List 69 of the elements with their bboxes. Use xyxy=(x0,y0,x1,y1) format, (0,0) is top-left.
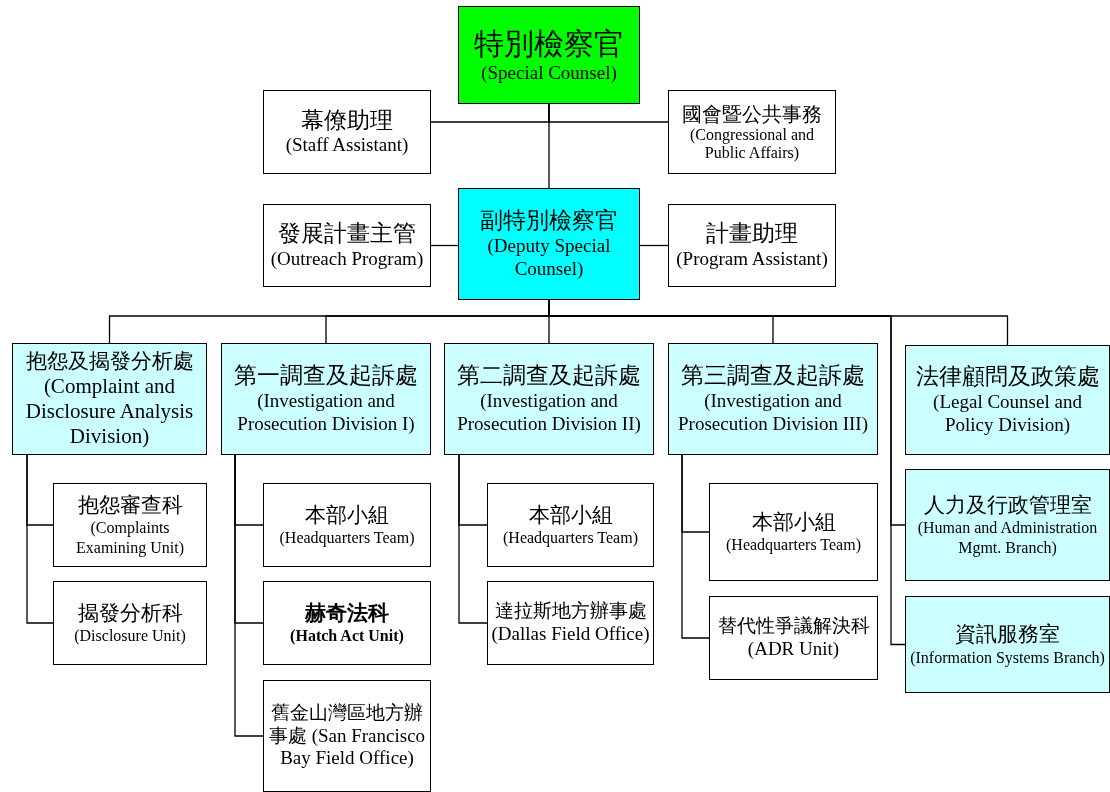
english-name: (Investigation and Prosecution Division I) xyxy=(236,390,416,436)
english-name: (Information Systems Branch) xyxy=(910,647,1105,667)
org-box xyxy=(668,204,836,287)
english-name: (Headquarters Team) xyxy=(726,535,861,555)
connector-line xyxy=(234,454,264,737)
english-name: (Complaints Examining Unit) xyxy=(75,518,185,557)
unit-name: 國會暨公共事務 xyxy=(682,101,822,126)
unit-name: 計畫助理 xyxy=(706,220,798,248)
english-name: (Disclosure Unit) xyxy=(74,626,186,646)
english-name: (Congressional and Public Affairs) xyxy=(689,125,815,163)
org-box xyxy=(263,483,431,567)
unit-name: 揭發分析科 xyxy=(77,600,183,626)
unit-name: 本部小組 xyxy=(751,509,836,535)
unit-name: 替代性爭議解決科(ADR Unit) xyxy=(716,615,871,661)
org-box xyxy=(263,581,431,665)
org-box xyxy=(709,596,878,680)
org-box xyxy=(709,483,878,581)
english-name: (Investigation and Prosecution Division II) xyxy=(456,390,642,436)
unit-name: 人力及行政管理室 xyxy=(923,493,1092,519)
org-box xyxy=(53,581,207,665)
org-box xyxy=(444,343,654,455)
english-name: (Investigation and Prosecution Division III) xyxy=(677,390,869,436)
unit-name: 副特別檢察官 xyxy=(480,207,618,235)
connector-line xyxy=(681,454,710,639)
connector-line xyxy=(639,244,669,247)
unit-name: 達拉斯地方辦事處(Dallas Field Office) xyxy=(491,600,650,646)
unit-name: 特別檢察官 xyxy=(474,25,624,62)
org-box xyxy=(905,596,1110,693)
unit-name: 第二調查及起訴處 xyxy=(457,362,641,390)
org-box xyxy=(221,343,431,455)
connector-line xyxy=(548,103,550,189)
unit-name: 發展計畫主管 xyxy=(278,220,416,248)
connector-line xyxy=(458,454,488,624)
org-box xyxy=(487,581,654,665)
unit-name: 抱怨及揭發分析處(Complaint and Disclosure Analysis Division) xyxy=(24,348,195,450)
english-name: (Headquarters Team) xyxy=(503,528,638,548)
unit-name: 赫奇法科 xyxy=(305,600,389,626)
unit-name: 舊金山灣區地方辦事處 (San Francisco Bay Field Office) xyxy=(267,701,427,771)
org-box xyxy=(458,6,640,104)
english-name: (Staff Assistant) xyxy=(285,134,409,158)
org-box xyxy=(263,90,431,174)
unit-name: 第三調查及起訴處 xyxy=(681,362,865,390)
org-box xyxy=(53,483,207,567)
org-box xyxy=(905,345,1110,455)
english-name: (Legal Counsel and Policy Division) xyxy=(932,391,1083,437)
english-name: (Deputy Special Counsel) xyxy=(486,235,612,281)
org-box xyxy=(12,343,207,455)
english-name: (Human and Administration Mgmt. Branch) xyxy=(916,518,1099,557)
english-name: (Headquarters Team) xyxy=(279,528,415,548)
unit-name: 資訊服務室 xyxy=(955,622,1060,648)
org-box xyxy=(263,680,431,792)
connector-line xyxy=(26,454,54,624)
english-name: (Outreach Program) xyxy=(270,247,424,271)
unit-name: 幕僚助理 xyxy=(301,106,393,135)
english-name: (Special Counsel) xyxy=(481,61,617,85)
unit-name: 本部小組 xyxy=(528,502,613,528)
unit-name: 抱怨審查科 xyxy=(77,493,183,519)
org-box xyxy=(263,204,431,287)
org-box xyxy=(458,188,640,300)
unit-name: 法律顧問及政策處 xyxy=(915,363,1100,391)
org-box xyxy=(905,469,1110,581)
unit-name: 本部小組 xyxy=(305,502,389,528)
org-box xyxy=(668,343,878,455)
connector-line xyxy=(430,244,459,247)
org-box xyxy=(668,90,836,174)
org-box xyxy=(487,483,654,567)
english-name: (Hatch Act Unit) xyxy=(290,626,404,646)
unit-name: 第一調查及起訴處 xyxy=(234,362,418,390)
english-name: (Program Assistant) xyxy=(676,247,828,271)
